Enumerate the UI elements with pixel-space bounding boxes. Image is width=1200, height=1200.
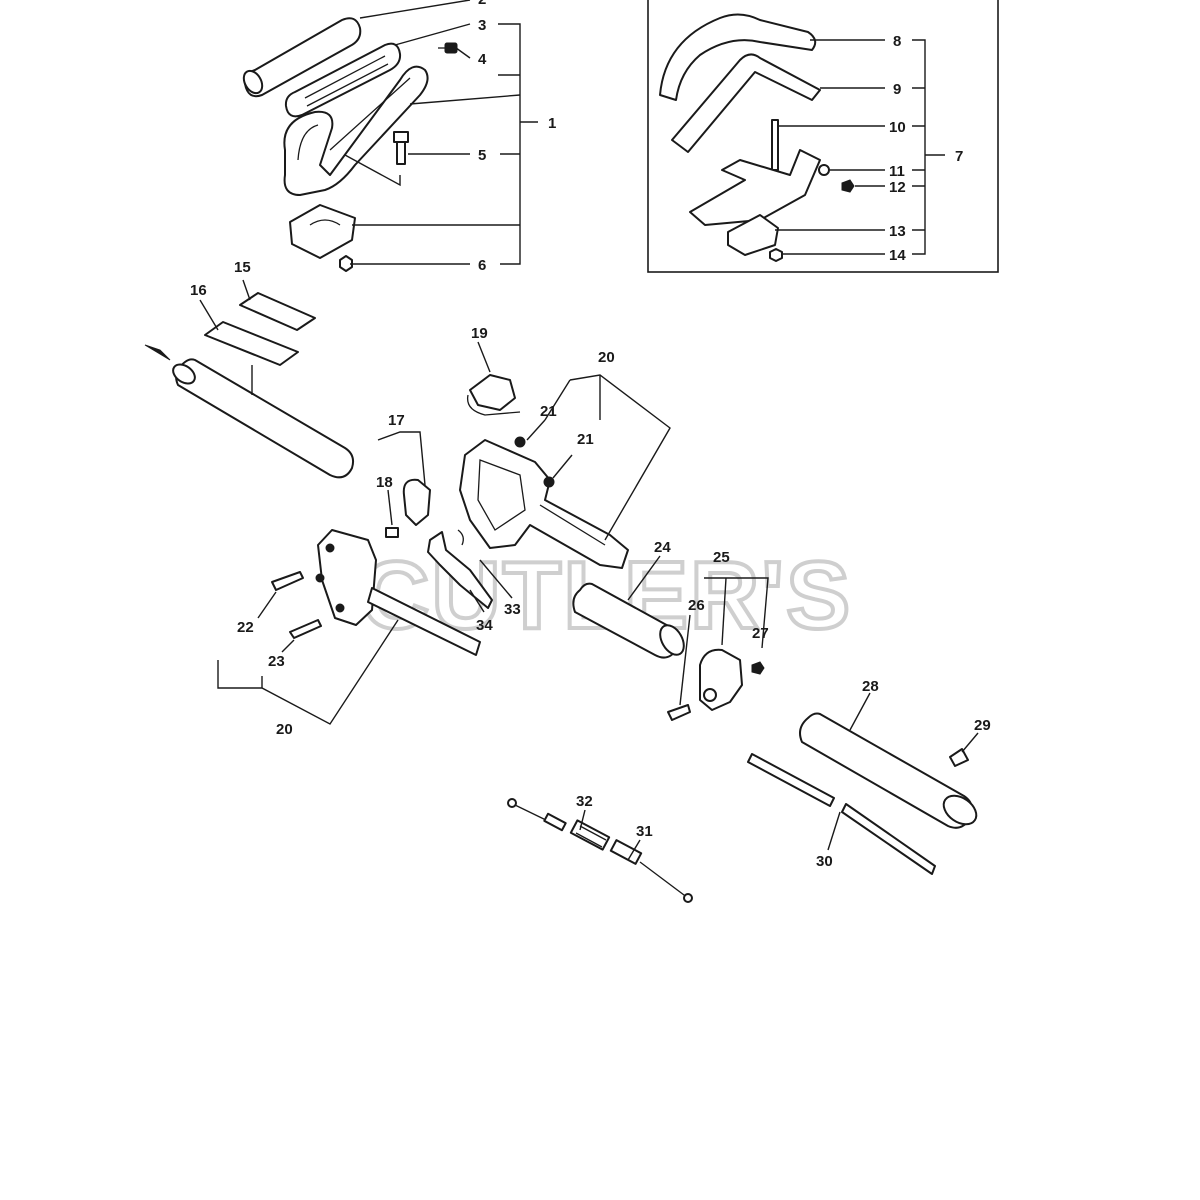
callout-20-top: 20	[598, 349, 615, 366]
grip-sleeve-part	[284, 42, 402, 118]
callout-12: 12	[889, 179, 906, 196]
callout-23: 23	[268, 653, 285, 670]
callout-21-a: 21	[540, 403, 557, 420]
bolt-5-part	[393, 131, 409, 165]
callout-26: 26	[688, 597, 705, 614]
grip-tube-part	[242, 17, 362, 98]
callout-18: 18	[376, 474, 393, 491]
callout-4: 4	[478, 51, 487, 68]
loop-handle-assembly: 2 3 4 1 5 6	[242, 0, 556, 274]
callout-33: 33	[504, 601, 521, 618]
callout-22: 22	[237, 619, 254, 636]
callout-21-b: 21	[577, 431, 594, 448]
callout-25: 25	[713, 549, 730, 566]
throttle-cable-assembly: 32 31	[507, 793, 693, 903]
callout-24: 24	[654, 539, 671, 556]
drive-shaft-assembly: 28 29 30	[747, 678, 991, 875]
callout-31: 31	[636, 823, 653, 840]
callout-7: 7	[955, 148, 963, 165]
callout-9: 9	[893, 81, 901, 98]
alternate-handle-box: 8 9 10 7 11 12 13 14	[647, 0, 999, 273]
callout-11: 11	[889, 163, 905, 180]
callout-28: 28	[862, 678, 879, 695]
callout-14: 14	[889, 247, 906, 264]
loop-handle-part	[283, 65, 429, 196]
callout-1: 1	[548, 115, 556, 132]
shaft-tube-assembly: 15 16	[144, 259, 355, 479]
callout-20-bottom: 20	[276, 721, 293, 738]
callout-30: 30	[816, 853, 833, 870]
callout-3: 3	[478, 17, 486, 34]
callout-27: 27	[752, 625, 769, 642]
front-grip-assembly: 24 25 26 27	[572, 539, 769, 721]
callout-29: 29	[974, 717, 991, 734]
callout-8: 8	[893, 33, 901, 50]
callout-10: 10	[889, 119, 906, 136]
callout-19: 19	[471, 325, 488, 342]
callout-32: 32	[576, 793, 593, 810]
callout-2: 2	[478, 0, 486, 8]
callout-16: 16	[190, 282, 207, 299]
nut-6-part	[339, 255, 353, 272]
callout-5: 5	[478, 147, 486, 164]
bolt-4-part	[438, 42, 458, 54]
callout-13: 13	[889, 223, 906, 240]
callout-34: 34	[476, 617, 493, 634]
callout-15: 15	[234, 259, 251, 276]
handle-clamp-part	[289, 204, 356, 259]
callout-17: 17	[388, 412, 405, 429]
callout-6: 6	[478, 257, 486, 274]
throttle-assembly: 19 20 21 21 17 18 33 34	[217, 325, 671, 738]
